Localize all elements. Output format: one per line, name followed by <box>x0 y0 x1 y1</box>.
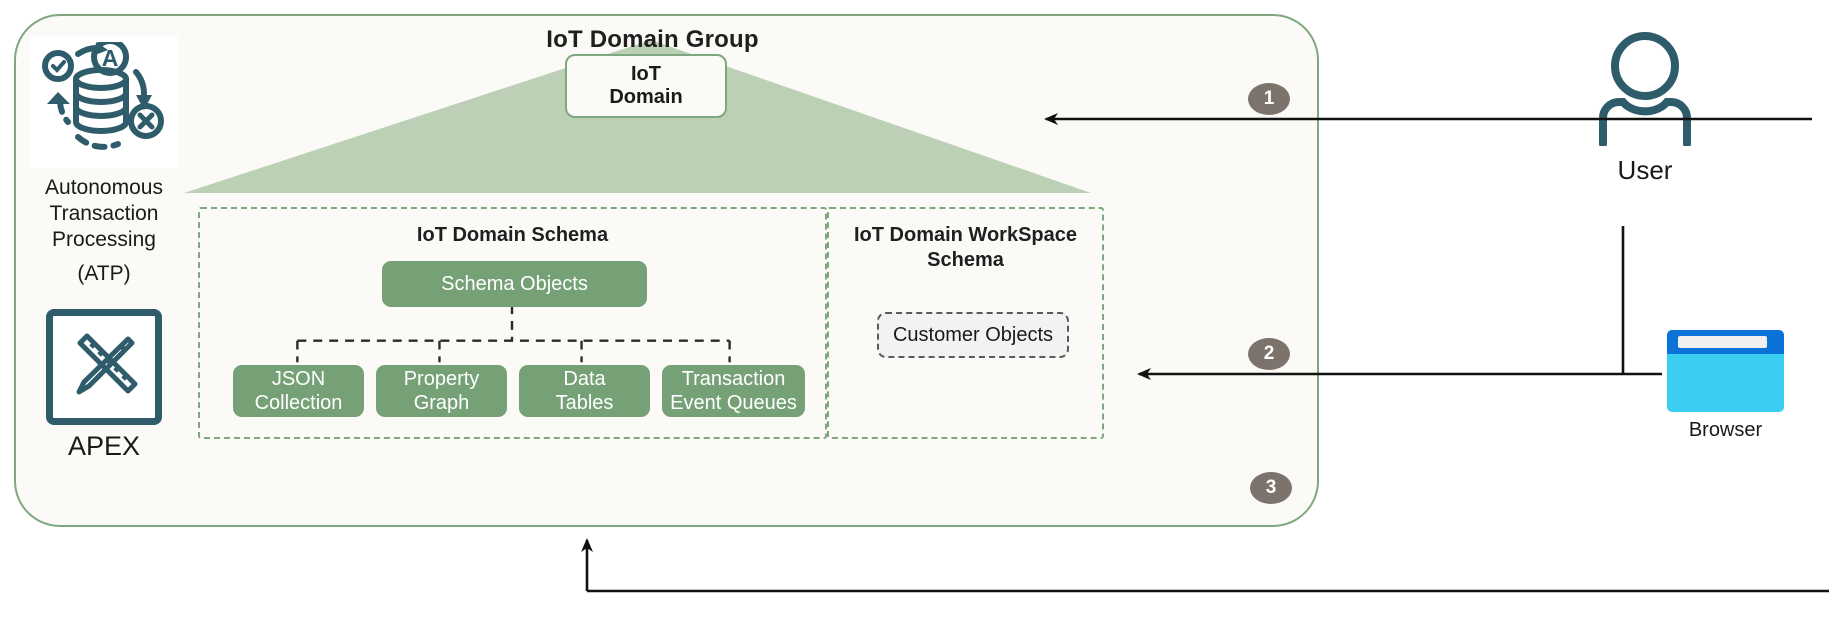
apex-icon-tile <box>46 309 162 425</box>
atp-caption-line3: Processing <box>52 228 156 251</box>
schema-tree-connectors <box>296 305 731 363</box>
property-graph-line2: Graph <box>413 392 470 414</box>
iot-domain-workspace-schema-container: IoT Domain WorkSpace Schema Customer Obj… <box>827 207 1104 439</box>
browser-label: Browser <box>1688 419 1763 441</box>
apex-block: APEX <box>20 309 188 462</box>
step-badge-3: 3 <box>1250 472 1292 504</box>
json-collection-line1: JSON <box>271 368 326 390</box>
apex-caption: APEX <box>67 431 141 461</box>
svg-text:A: A <box>102 45 119 71</box>
atp-caption: Autonomous Transaction Processing (ATP) <box>20 175 188 287</box>
atp-caption-line4: (ATP) <box>77 262 131 285</box>
iot-domain-line2: Domain <box>609 86 683 108</box>
json-collection-box[interactable]: JSON Collection <box>233 365 364 417</box>
iot-domain-schema-container: IoT Domain Schema Schema Objects JSON Co… <box>198 207 827 439</box>
atp-icon-tile: A <box>30 36 178 168</box>
user-person-icon <box>1599 32 1691 148</box>
property-graph-line1: Property <box>403 368 480 390</box>
data-tables-line1: Data <box>563 368 606 390</box>
schema-objects-box[interactable]: Schema Objects <box>382 261 647 307</box>
step-badge-1: 1 <box>1248 83 1290 115</box>
atp-caption-line2: Transaction <box>49 202 159 225</box>
transaction-event-queues-box[interactable]: Transaction Event Queues <box>662 365 805 417</box>
property-graph-box[interactable]: Property Graph <box>376 365 507 417</box>
data-tables-box[interactable]: Data Tables <box>519 365 650 417</box>
ruler-pencil-icon <box>76 333 138 395</box>
workspace-title-line1: IoT Domain WorkSpace <box>853 224 1077 246</box>
page-title: IoT Domain Group <box>546 26 759 53</box>
browser-window-icon <box>1667 330 1784 412</box>
user-label: User <box>1617 155 1673 185</box>
data-tables-line2: Tables <box>555 392 614 414</box>
workspace-title-line2: Schema <box>927 249 1004 271</box>
transaction-event-queues-line2: Event Queues <box>670 392 797 414</box>
json-collection-line2: Collection <box>254 392 343 414</box>
user-actor: User <box>1580 28 1710 186</box>
autonomous-transaction-processing-icon: A <box>42 42 164 150</box>
browser-url-bar <box>1678 336 1767 348</box>
transaction-event-queues-line1: Transaction <box>681 368 786 390</box>
browser-actor: Browser <box>1663 330 1788 442</box>
iot-domain-workspace-schema-title: IoT Domain WorkSpace Schema <box>829 223 1102 273</box>
atp-caption-line1: Autonomous <box>45 176 163 199</box>
step-badge-2: 2 <box>1248 338 1290 370</box>
iot-domain-line1: IoT <box>631 63 661 85</box>
iot-domain-box[interactable]: IoT Domain <box>565 54 727 118</box>
iot-domain-schema-title: IoT Domain Schema <box>416 224 609 246</box>
customer-objects-box[interactable]: Customer Objects <box>877 312 1069 358</box>
left-icon-column: A Autonomous Transaction Processing (ATP… <box>20 36 188 462</box>
